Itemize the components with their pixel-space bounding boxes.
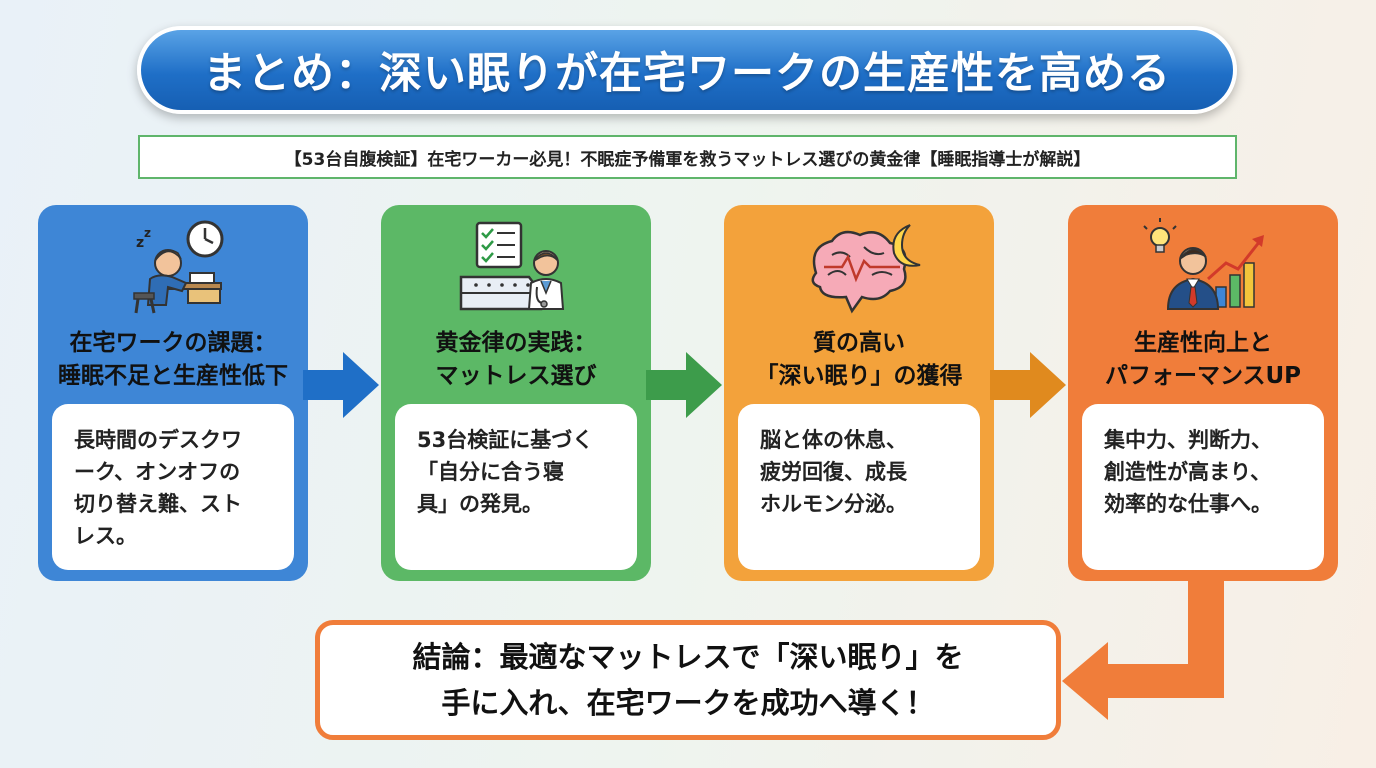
subtitle-text: 【53台自腹検証】在宅ワーカー必見！不眠症予備軍を救うマットレス選びの黄金律【睡… xyxy=(284,149,1091,170)
step-body-box: 脳と体の休息、 疲労回復、成長 ホルモン分泌。 xyxy=(738,404,980,570)
page-title: まとめ：深い眠りが在宅ワークの生産性を高める xyxy=(203,49,1171,99)
step-card-3: 質の高い 「深い眠り」の獲得 脳と体の休息、 疲労回復、成長 ホルモン分泌。 xyxy=(724,205,994,581)
mattress-checklist-doctor-icon xyxy=(459,221,565,311)
title-banner: まとめ：深い眠りが在宅ワークの生産性を高める xyxy=(137,26,1237,114)
step-card-1: z z 在宅ワークの課題： 睡眠不足と生産性低下 長時間のデスクワ ーク、オンオ… xyxy=(38,205,308,581)
step-card-2: 黄金律の実践： マットレス選び 53台検証に基づく 「自分に合う寝 具」の発見。 xyxy=(381,205,651,581)
step-body-box: 集中力、判断力、 創造性が高まり、 効率的な仕事へ。 xyxy=(1082,404,1324,570)
sleepy-worker-at-desk-icon: z z xyxy=(133,220,224,314)
step-body-text: 長時間のデスクワ ーク、オンオフの 切り替え難、スト レス。 xyxy=(74,428,242,548)
step-body-text: 脳と体の休息、 疲労回復、成長 ホルモン分泌。 xyxy=(760,428,907,516)
step-heading: 生産性向上と パフォーマンスUP xyxy=(1104,330,1302,389)
conclusion-box: 結論：最適なマットレスで「深い眠り」を 手に入れ、在宅ワークを成功へ導く！ xyxy=(315,620,1061,740)
businessman-growth-chart-icon xyxy=(1143,218,1264,310)
step-heading: 在宅ワークの課題： 睡眠不足と生産性低下 xyxy=(58,330,288,389)
step-body-box: 長時間のデスクワ ーク、オンオフの 切り替え難、スト レス。 xyxy=(52,404,294,570)
step-card-4: 生産性向上と パフォーマンスUP 集中力、判断力、 創造性が高まり、 効率的な仕… xyxy=(1068,205,1338,581)
svg-text:z: z xyxy=(136,235,144,251)
brain-moon-icon xyxy=(811,224,921,314)
step-body-text: 集中力、判断力、 創造性が高まり、 効率的な仕事へ。 xyxy=(1104,428,1272,516)
subtitle-box: 【53台自腹検証】在宅ワーカー必見！不眠症予備軍を救うマットレス選びの黄金律【睡… xyxy=(138,135,1237,179)
step-heading: 黄金律の実践： マットレス選び xyxy=(435,330,597,389)
svg-text:z: z xyxy=(144,226,151,240)
conclusion-text: 結論：最適なマットレスで「深い眠り」を 手に入れ、在宅ワークを成功へ導く！ xyxy=(412,640,964,720)
flow-arrow-2 xyxy=(646,352,722,418)
flow-arrow-1 xyxy=(303,352,379,418)
step-body-text: 53台検証に基づく 「自分に合う寝 具」の発見。 xyxy=(417,428,594,516)
flow-arrow-3 xyxy=(990,352,1066,418)
step-heading: 質の高い 「深い眠り」の獲得 xyxy=(755,330,963,389)
step-body-box: 53台検証に基づく 「自分に合う寝 具」の発見。 xyxy=(395,404,637,570)
